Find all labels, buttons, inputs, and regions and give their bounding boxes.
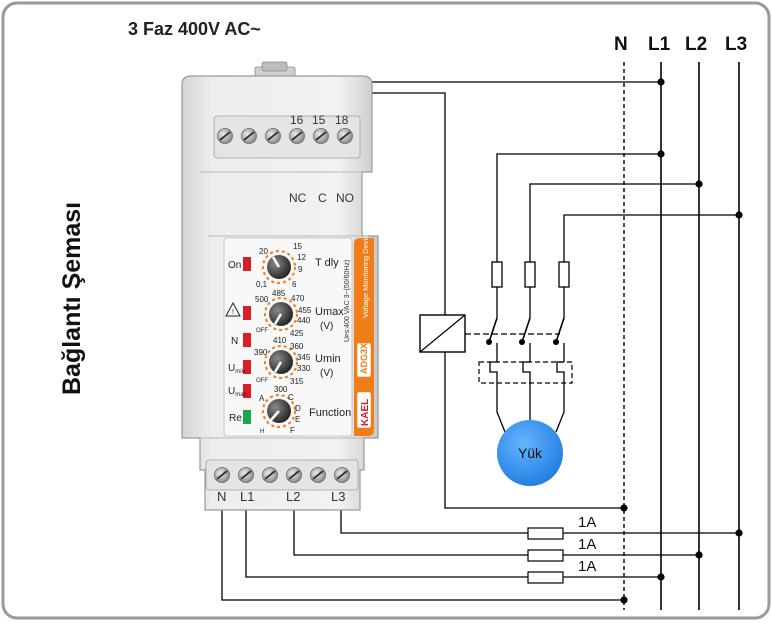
- wire-l2-measure: [293, 500, 528, 556]
- umin-scale-315: 315: [290, 377, 304, 386]
- led-umax: [243, 384, 251, 398]
- contactor-fuse-1: [491, 261, 503, 288]
- contact-label-c: C: [318, 191, 327, 205]
- status-leds: [243, 257, 251, 424]
- led-umin: [243, 360, 251, 374]
- umin-scale-330: 330: [297, 364, 311, 373]
- led-label-on: On: [228, 260, 241, 271]
- line-label-l3: L3: [725, 34, 747, 55]
- svg-text:!: !: [232, 309, 234, 316]
- line-label-l1: L1: [648, 34, 671, 55]
- function-scale-e: E: [295, 415, 300, 424]
- device-brand: KAEL: [360, 399, 371, 426]
- fuse-l2: [527, 549, 564, 562]
- phase-warning-icon: !: [225, 301, 241, 317]
- led-label-re: Re: [229, 413, 242, 424]
- top-screws: [217, 128, 353, 144]
- led-label-umin: Umin: [228, 363, 245, 375]
- header-title: 3 Faz 400V AC~: [128, 19, 261, 39]
- contactor-fuse-3: [558, 261, 570, 288]
- led-n: [243, 333, 251, 347]
- function-scale-c: C: [288, 393, 294, 402]
- function-scale-d: D: [295, 404, 301, 413]
- device-model: ADG3X: [359, 343, 369, 374]
- umin-scale-360: 360: [290, 342, 304, 351]
- umin-scale-345: 345: [297, 353, 311, 362]
- umax-scale-off: OFF: [256, 328, 268, 334]
- umax-scale-455: 455: [298, 306, 312, 315]
- bottom-terminal-l1: L1: [240, 489, 254, 504]
- knob-umin[interactable]: [264, 345, 298, 379]
- line-label-n: N: [614, 34, 628, 55]
- umax-scale-485: 485: [272, 289, 286, 298]
- wire-l3-measure: [340, 500, 528, 534]
- function-label: Function: [309, 407, 351, 419]
- side-title: Bağlantı Şeması: [58, 202, 86, 395]
- fuse-l1: [527, 571, 564, 584]
- device-rating: Uᴘs:400 VAC 3~(50/60Hz): [344, 260, 351, 342]
- terminal-label-16: 16: [290, 113, 304, 127]
- tdly-scale-15: 15: [293, 242, 302, 251]
- umin-unit: (V): [320, 368, 333, 379]
- umax-label: Umax: [315, 306, 344, 318]
- led-label-umax: Umax: [228, 386, 247, 398]
- fuse-label-l2: 1A: [578, 536, 596, 553]
- tdly-scale-01: 0,1: [256, 280, 268, 289]
- umin-label: Umin: [315, 353, 341, 365]
- fuse-label-l1: 1A: [578, 558, 596, 575]
- fuse-l3: [527, 527, 564, 540]
- device-product-name: Voltage Monitoring Device: [361, 231, 370, 318]
- tdly-scale-6: 6: [292, 280, 297, 289]
- wire-l2-feed: [529, 183, 699, 262]
- junction-dots: [486, 78, 743, 604]
- wire-coil-to-n: [444, 352, 624, 509]
- load-motor: Yük: [497, 420, 563, 486]
- knob-umax[interactable]: [264, 297, 298, 331]
- tdly-label: T dly: [315, 257, 339, 269]
- monitoring-device: [181, 61, 379, 511]
- umax-scale-425: 425: [290, 329, 304, 338]
- wire-l1-measure: [245, 500, 528, 578]
- function-scale-a: A: [259, 394, 265, 403]
- umin-scale-300: 300: [274, 385, 288, 394]
- tdly-scale-12: 12: [297, 253, 306, 262]
- contactor-coil: [419, 314, 466, 353]
- umax-unit: (V): [320, 321, 333, 332]
- led-phase-fail: [243, 306, 251, 320]
- bottom-screws: [214, 467, 350, 483]
- wire-l3-feed: [563, 214, 739, 262]
- umin-scale-390: 390: [254, 348, 268, 357]
- knob-function[interactable]: [262, 394, 296, 428]
- fuse-label-l3: 1A: [578, 514, 596, 531]
- bottom-terminal-l2: L2: [286, 489, 300, 504]
- bottom-terminal-l3: L3: [331, 489, 345, 504]
- contact-label-nc: NC: [289, 191, 307, 205]
- contactor-fuse-2: [524, 261, 536, 288]
- umax-scale-440: 440: [297, 316, 311, 325]
- line-label-l2: L2: [685, 34, 707, 55]
- terminal-label-18: 18: [335, 113, 349, 127]
- load-label: Yük: [518, 445, 543, 461]
- wire-n-measure: [221, 500, 624, 601]
- contact-label-no: NO: [336, 191, 354, 205]
- tdly-scale-9: 9: [298, 265, 303, 274]
- tdly-scale-20: 20: [259, 247, 268, 256]
- led-label-n: N: [231, 336, 238, 347]
- overload-relay: [478, 361, 573, 384]
- led-re: [243, 410, 251, 424]
- wire-l1-feed: [496, 153, 661, 262]
- function-scale-h: H: [260, 429, 264, 435]
- umax-scale-410: 410: [273, 336, 287, 345]
- umin-scale-off: OFF: [256, 378, 268, 384]
- bottom-terminal-n: N: [217, 489, 226, 504]
- led-on: [243, 257, 251, 271]
- umax-scale-470: 470: [291, 294, 305, 303]
- function-scale-f: F: [290, 426, 295, 435]
- terminal-label-15: 15: [312, 113, 326, 127]
- umax-scale-500: 500: [255, 295, 269, 304]
- knob-tdly[interactable]: [262, 250, 296, 284]
